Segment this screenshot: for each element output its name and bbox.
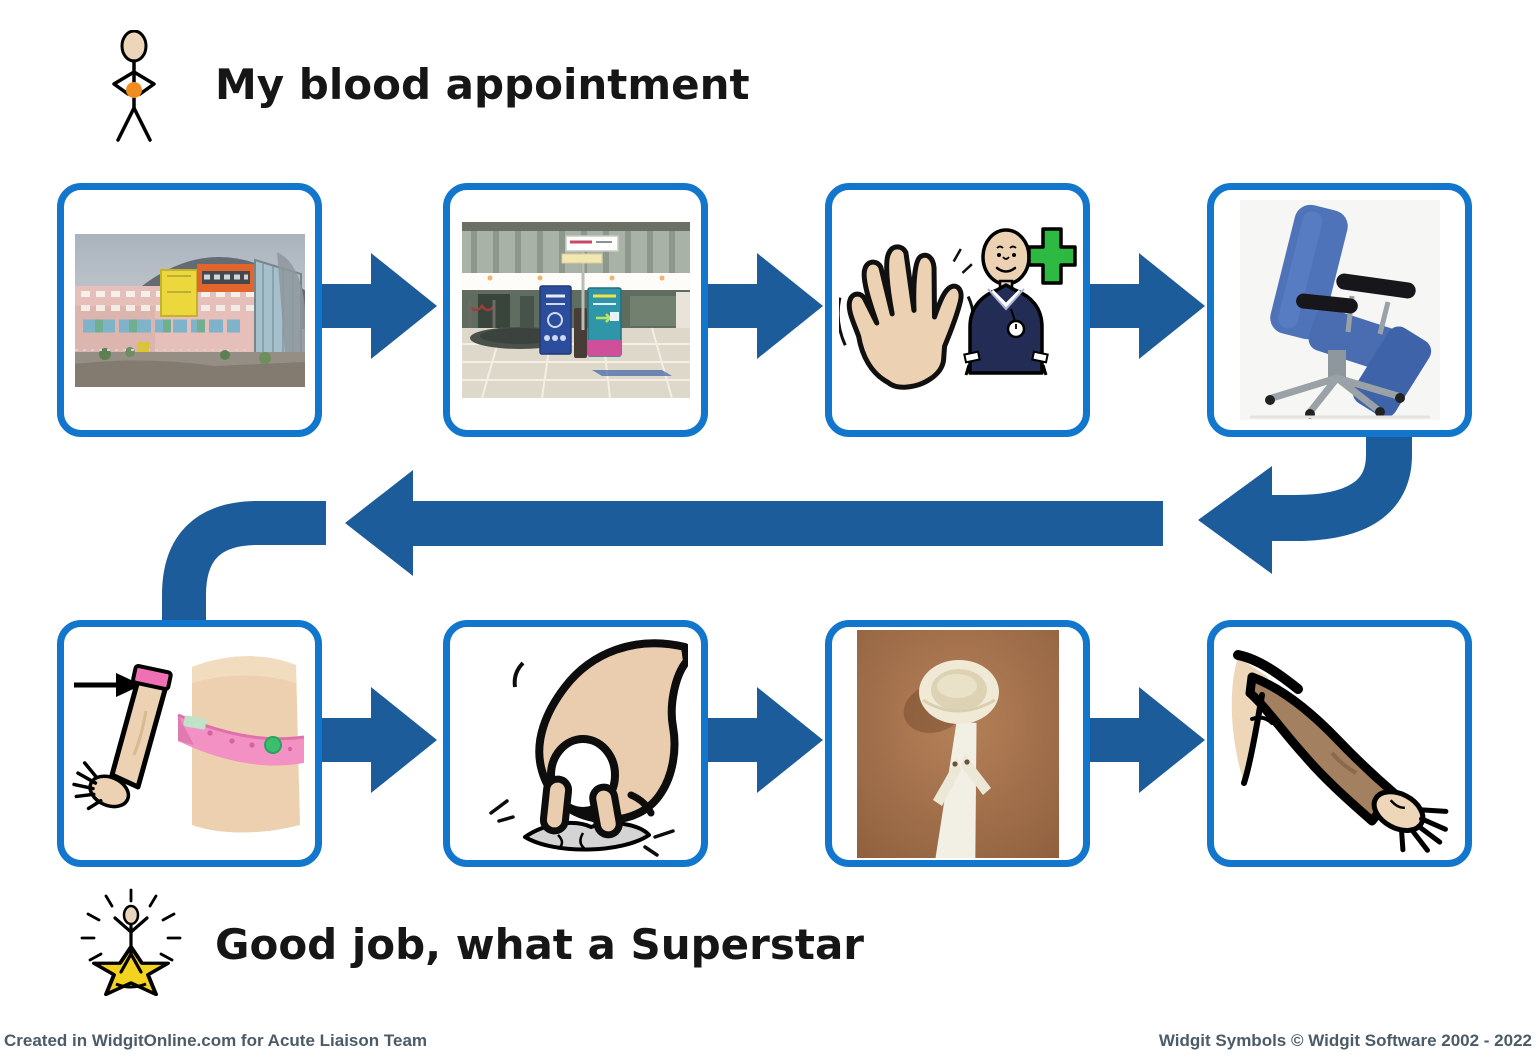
hand (1371, 788, 1449, 853)
arrow-right-icon (320, 687, 437, 793)
credit-right: Widgit Symbols © Widgit Software 2002 - … (1158, 1031, 1532, 1050)
celebration-text: Good job, what a Superstar (215, 920, 865, 969)
step-box-device (825, 620, 1090, 867)
squeezing-hand-symbol (489, 638, 688, 857)
step-box-arm (1207, 620, 1472, 867)
page-title: My blood appointment (215, 60, 750, 109)
step-box-squeeze (443, 620, 708, 867)
step-box-band-on-arm (57, 620, 322, 867)
tourniquet-device-photo (856, 629, 1059, 858)
nurse-symbol (962, 228, 1049, 376)
pink-tourniquet-band-photo (177, 656, 305, 833)
superstar-icon (80, 888, 182, 997)
green-cross-icon (1026, 227, 1077, 285)
arrow-right-icon (1086, 253, 1205, 359)
waving-hand-symbol (838, 244, 983, 390)
hand (72, 761, 131, 811)
arrow-right-icon (1086, 687, 1205, 793)
step-box-hospital (57, 183, 322, 437)
arrow-right-icon (320, 253, 437, 359)
wave-and-nurse-symbols (838, 227, 1077, 390)
arm-with-band-symbol (72, 663, 173, 811)
band-on-arm-group (72, 656, 305, 833)
arrow-left-icon (1198, 466, 1272, 574)
arm-symbol (1231, 649, 1449, 853)
step-box-entrance (443, 183, 708, 437)
step-box-say-hello-nurse (825, 183, 1090, 437)
long-arrow-left-icon (345, 470, 1163, 576)
credit-left: Created in WidgitOnline.com for Acute Li… (4, 1031, 428, 1050)
my-person-icon (112, 30, 156, 142)
hospital-entrance-photo (461, 222, 690, 398)
arrow-right-icon (706, 687, 823, 793)
blood-test-chair-photo (1239, 200, 1440, 420)
elbow-into-box5 (162, 501, 326, 630)
hospital-building-photo (74, 233, 305, 387)
arrow-right-icon (706, 253, 823, 359)
step-box-chair (1207, 183, 1472, 437)
return-curve-from-chair (1272, 426, 1412, 541)
